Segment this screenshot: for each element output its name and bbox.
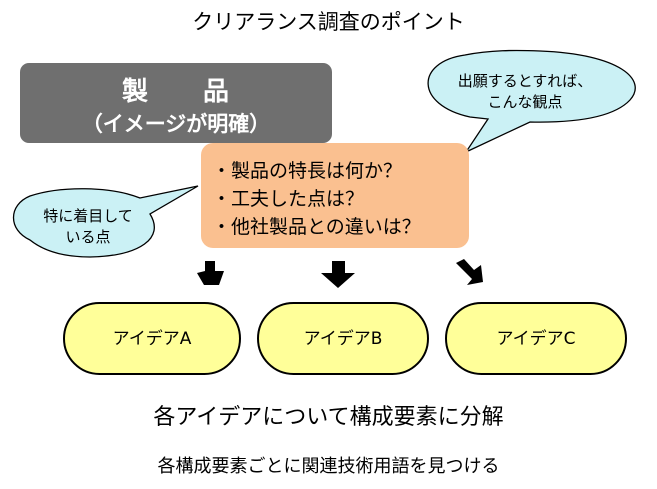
speech-bubble-right: [427, 49, 636, 154]
idea-b-label: アイデアB: [303, 329, 383, 349]
product-note: （イメージが明確）: [81, 112, 271, 136]
speech-bubble-left: [13, 185, 199, 258]
arrow-down-icon: [321, 261, 355, 288]
questions-box: ・製品の特長は何か？ ・工夫した点は？ ・他社製品との違いは？: [201, 143, 469, 248]
idea-a-pill: [63, 302, 241, 375]
terms-text: 各構成要素ごとに関連技術用語を見つける: [157, 456, 500, 477]
question-item: ・工夫した点は？: [212, 188, 365, 210]
diagram-title: クリアランス調査のポイント: [192, 10, 465, 34]
decompose-text: 各アイデアについて構成要素に分解: [153, 405, 504, 430]
arrow-down-icon: [456, 259, 483, 285]
speech-bubble-left-text: 特に着目して いる点: [24, 206, 152, 248]
question-item: ・製品の特長は何か？: [212, 160, 403, 182]
bubble-line: 特に着目して: [43, 207, 133, 225]
bubble-line: いる点: [65, 228, 111, 246]
product-name: 製 品: [121, 77, 230, 107]
speech-bubble-right-text: 出願するとすれば、 こんな観点: [428, 71, 622, 113]
questions-list: ・製品の特長は何か？ ・工夫した点は？ ・他社製品との違いは？: [212, 157, 421, 241]
idea-a-label: アイデアA: [112, 329, 192, 349]
question-item: ・他社製品との違いは？: [212, 216, 421, 238]
bubble-line: 出願するとすれば、: [457, 72, 593, 90]
product-box: 製 品 （イメージが明確）: [20, 63, 332, 143]
idea-c-label: アイデアC: [496, 329, 576, 349]
bubble-line: こんな観点: [487, 93, 563, 111]
idea-b-pill: [257, 302, 429, 375]
idea-c-pill: [445, 302, 627, 375]
arrow-down-icon: [197, 261, 224, 285]
